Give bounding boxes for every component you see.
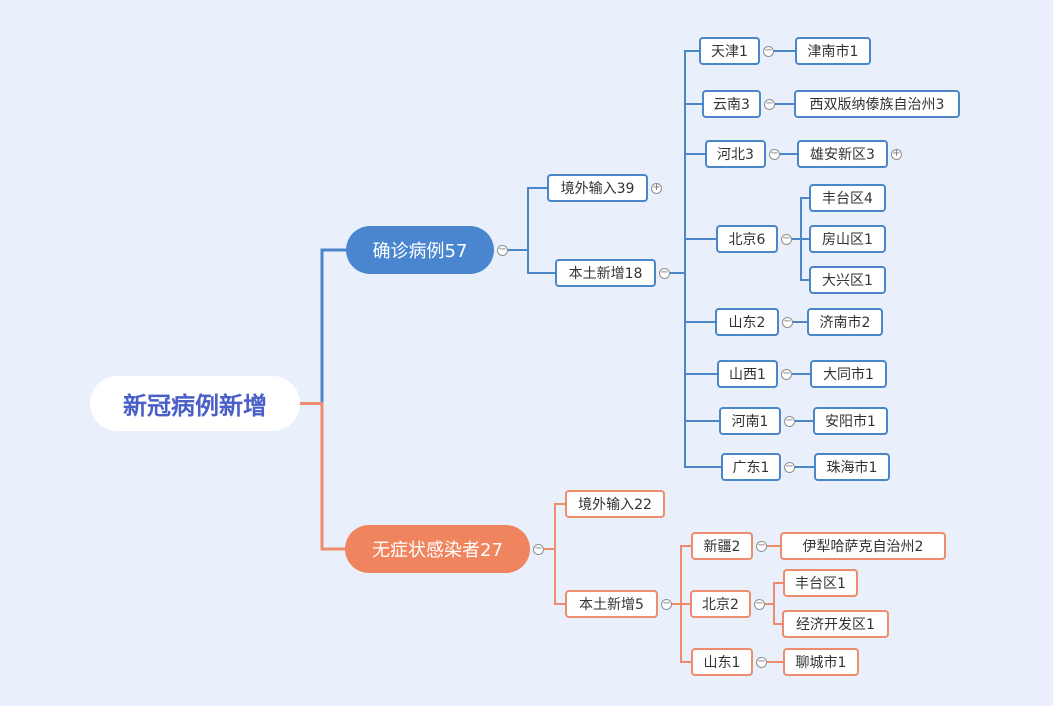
topic-label: 济南市2: [819, 315, 871, 331]
topic-shanxi[interactable]: 山西1: [717, 360, 778, 388]
minus-circle-icon[interactable]: −: [497, 244, 508, 256]
minus-circle-icon[interactable]: −: [661, 598, 672, 610]
minus-circle-icon[interactable]: −: [784, 415, 795, 427]
central-topic[interactable]: 新冠病例新增: [90, 376, 300, 431]
topic-liaocheng[interactable]: 聊城市1: [783, 648, 859, 676]
topic-ili[interactable]: 伊犁哈萨克自治州2: [780, 532, 946, 560]
topic-fangshan[interactable]: 房山区1: [809, 225, 886, 253]
topic-label: 山西1: [729, 367, 766, 383]
topic-label: 新疆2: [703, 539, 741, 555]
main-topic-confirmed[interactable]: 确诊病例57: [346, 226, 494, 274]
topic-label: 山东2: [728, 315, 766, 331]
topic-jinnan[interactable]: 津南市1: [795, 37, 871, 65]
minus-circle-icon[interactable]: −: [764, 98, 775, 110]
topic-label: 丰台区1: [795, 576, 846, 592]
topic-label: 本土新增5: [579, 597, 644, 613]
topic-label: 大同市1: [823, 367, 874, 383]
minus-circle-icon[interactable]: −: [781, 368, 792, 380]
minus-circle-icon[interactable]: −: [782, 316, 793, 328]
topic-beijing2[interactable]: 北京2: [690, 590, 751, 618]
topic-label: 河南1: [731, 414, 769, 430]
topic-label: 房山区1: [822, 232, 873, 248]
topic-asym-local[interactable]: 本土新增5: [565, 590, 658, 618]
minus-circle-icon[interactable]: −: [756, 656, 767, 668]
topic-xishuangbanna[interactable]: 西双版纳傣族自治州3: [794, 90, 960, 118]
topic-fengtai[interactable]: 丰台区4: [809, 184, 886, 212]
topic-label: 丰台区4: [822, 191, 873, 207]
topic-label: 雄安新区3: [810, 147, 875, 163]
topic-label: 珠海市1: [826, 460, 878, 476]
topic-label: 伊犁哈萨克自治州2: [802, 539, 924, 555]
topic-guangdong[interactable]: 广东1: [721, 453, 781, 481]
topic-beijing[interactable]: 北京6: [716, 225, 778, 253]
topic-jingkai[interactable]: 经济开发区1: [782, 610, 889, 638]
topic-tianjin[interactable]: 天津1: [699, 37, 760, 65]
plus-circle-icon[interactable]: +: [651, 182, 662, 194]
plus-circle-icon[interactable]: +: [891, 148, 902, 160]
topic-anyang[interactable]: 安阳市1: [813, 407, 888, 435]
topic-label: 山东1: [703, 655, 741, 671]
topic-label: 广东1: [732, 460, 770, 476]
minus-circle-icon[interactable]: −: [769, 148, 780, 160]
minus-circle-icon[interactable]: −: [781, 233, 792, 245]
topic-label: 天津1: [711, 44, 748, 60]
topic-label: 新冠病例新增: [123, 392, 267, 420]
topic-fengtai2[interactable]: 丰台区1: [783, 569, 858, 597]
topic-label: 本土新增18: [568, 266, 643, 282]
topic-label: 北京6: [728, 232, 766, 248]
minus-circle-icon[interactable]: −: [763, 45, 774, 57]
topic-confirmed-local[interactable]: 本土新增18: [555, 259, 656, 287]
topic-label: 北京2: [702, 597, 739, 613]
topic-label: 境外输入22: [578, 497, 652, 513]
topic-label: 河北3: [717, 147, 754, 163]
topic-label: 无症状感染者27: [372, 540, 503, 561]
topic-shandong[interactable]: 山东2: [715, 308, 779, 336]
topic-label: 西双版纳傣族自治州3: [809, 97, 945, 113]
main-topic-asymptomatic[interactable]: 无症状感染者27: [345, 525, 530, 573]
topic-xinjiang[interactable]: 新疆2: [691, 532, 753, 560]
minus-circle-icon[interactable]: −: [659, 267, 670, 279]
topic-label: 确诊病例57: [372, 241, 468, 262]
topic-label: 经济开发区1: [796, 617, 875, 633]
topic-label: 聊城市1: [795, 655, 847, 671]
topic-xiongan[interactable]: 雄安新区3: [797, 140, 888, 168]
minus-circle-icon[interactable]: −: [754, 598, 765, 610]
topic-daxing[interactable]: 大兴区1: [809, 266, 886, 294]
topic-jinan[interactable]: 济南市2: [807, 308, 883, 336]
topic-datong[interactable]: 大同市1: [810, 360, 887, 388]
topic-hebei[interactable]: 河北3: [705, 140, 766, 168]
topic-label: 安阳市1: [825, 414, 876, 430]
topic-asym-imported[interactable]: 境外输入22: [565, 490, 665, 518]
minus-circle-icon[interactable]: −: [533, 543, 544, 555]
minus-circle-icon[interactable]: −: [756, 540, 767, 552]
topic-yunnan[interactable]: 云南3: [702, 90, 761, 118]
topic-shandong2[interactable]: 山东1: [691, 648, 753, 676]
topic-label: 境外输入39: [560, 181, 635, 197]
topic-label: 津南市1: [807, 44, 859, 60]
topic-zhuhai[interactable]: 珠海市1: [814, 453, 890, 481]
minus-circle-icon[interactable]: −: [784, 461, 795, 473]
topic-confirmed-imported[interactable]: 境外输入39: [547, 174, 648, 202]
topic-henan[interactable]: 河南1: [719, 407, 781, 435]
topic-label: 云南3: [713, 97, 750, 113]
topic-label: 大兴区1: [822, 273, 873, 289]
